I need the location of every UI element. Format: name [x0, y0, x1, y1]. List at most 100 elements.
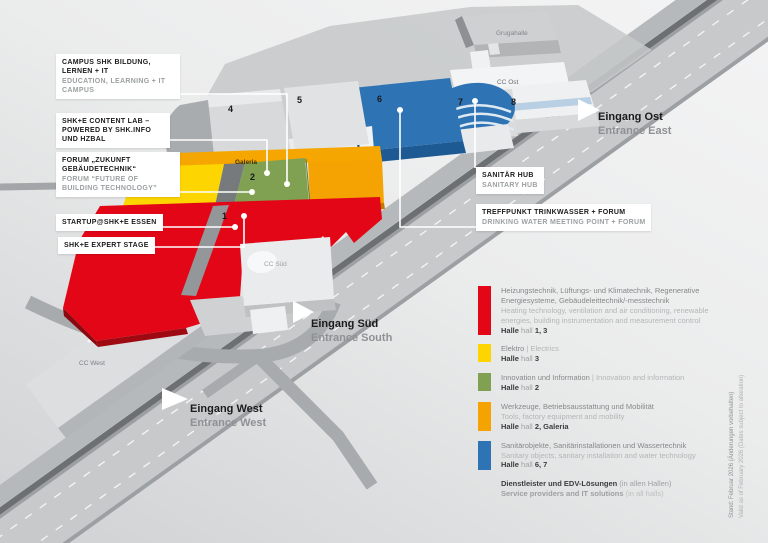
entrance-east-de: Eingang Ost [598, 111, 663, 123]
grugahalle-side [455, 16, 474, 48]
callout-sanitary-hub-subtitle: SANITARY HUB [482, 182, 538, 190]
hall-8 [494, 80, 600, 134]
legend-heating-halls: Halle hall 1, 3 [501, 326, 736, 336]
hall-8-front [504, 113, 600, 134]
legend-heating-de: Heizungstechnik, Lüftungs- und Klimatech… [501, 286, 700, 305]
hall-numbers: 2 [534, 383, 539, 393]
callout-campus-title: CAMPUS SHK BILDUNG, LERNEN + IT [62, 59, 151, 76]
dot-forum [249, 189, 255, 195]
legend-swatch-red [478, 286, 491, 335]
red-front [96, 328, 188, 347]
legend: Heizungstechnik, Lüftungs- und Klimatech… [478, 286, 736, 508]
hall-7-number: 7 [458, 97, 463, 107]
leader-trinkwasser [399, 111, 476, 228]
access-road-connector [202, 349, 265, 399]
legend-innovation-halls: Halle hall 2 [501, 383, 684, 393]
hall-word: hall [521, 421, 533, 431]
hall-numbers: 6, 7 [534, 460, 548, 470]
entrance-south-de: Eingang Süd [311, 318, 379, 330]
hall-2-galeria-orange [308, 159, 384, 207]
callout-content-lab: SHK+E CONTENT LAB – POWERED BY SHK.INFO … [56, 113, 170, 149]
callout-trinkwasser: TREFFPUNKT TRINKWASSER + FORUM DRINKING … [476, 204, 652, 232]
hall-2-number: 2 [250, 172, 255, 182]
legend-footer-de-note: (in allen Hallen) [619, 479, 672, 489]
grugahalle-annex [470, 50, 491, 72]
entrance-south-arrow-icon [293, 301, 314, 323]
legend-tools-en: Tools, factory equipment and mobility [501, 411, 625, 421]
legend-swatch-green [478, 373, 491, 392]
legend-item-electrics: Elektro | Electrics Halle hall 3 [478, 344, 736, 364]
legend-heating-en: Heating technology, ventilation and air … [501, 305, 709, 325]
dot-trinkwasser [397, 107, 403, 113]
legend-footer-de-bold: Dienstleister und EDV-Lösungen [501, 479, 618, 489]
halle-word: Halle [501, 354, 519, 364]
footnote-de: Stand: Februar 2026 (Änderungen vorbehal… [729, 391, 735, 518]
cc-sued-dome [247, 250, 277, 274]
dot-expert-stage [241, 213, 247, 219]
hall-numbers: 3 [534, 354, 539, 364]
hall-6-front [365, 141, 466, 163]
hall-4-ramp [164, 100, 214, 156]
green-orange-seam [305, 158, 311, 206]
callout-sanitary-hub: SANITÄR HUB SANITARY HUB [476, 167, 544, 195]
hall-5-number: 5 [297, 95, 302, 105]
hall-word: hall [521, 383, 533, 393]
alley-2-3 [214, 163, 245, 210]
legend-sanitary-halls: Halle hall 6, 7 [501, 460, 696, 470]
hall-1-number: 1 [222, 211, 227, 221]
halle-word: Halle [501, 325, 519, 335]
legend-item-heating: Heizungstechnik, Lüftungs- und Klimatech… [478, 286, 736, 335]
legend-tools-de: Werkzeuge, Betriebsausstattung und Mobil… [501, 402, 654, 412]
legend-footer: Dienstleister und EDV-Lösungen (in allen… [478, 479, 736, 499]
entrance-west-de: Eingang West [190, 403, 263, 415]
callout-forum-title: FORUM „ZUKUNFT GEBÄUDETECHNIK“ [62, 157, 137, 174]
legend-swatch-yellow [478, 344, 491, 363]
entrance-east-en: Entrance East [598, 124, 672, 137]
separator: | [526, 344, 529, 354]
dot-content-lab [264, 170, 270, 176]
legend-electrics-de: Elektro [501, 344, 525, 354]
dot-campus [284, 181, 290, 187]
dot-sanitary-hub [472, 98, 478, 104]
leader-content-lab [167, 139, 268, 173]
halle-word: Halle [501, 460, 519, 470]
legend-swatch-blue [478, 440, 491, 470]
hall-numbers: 2, Galeria [534, 421, 569, 431]
footnote: Stand: Februar 2026 (Änderungen vorbehal… [728, 350, 748, 520]
halle-word: Halle [501, 421, 519, 431]
hall-2-green [233, 158, 309, 209]
grugahalle-label: Grugahalle [496, 30, 528, 37]
callout-trinkwasser-subtitle: DRINKING WATER MEETING POINT + FORUM [482, 219, 646, 227]
legend-sanitary-de: Sanitärobjekte, Sanitärinstallationen un… [501, 440, 687, 450]
grugahalle-roof [462, 11, 558, 45]
hall-word: hall [521, 325, 533, 335]
legend-swatch-orange [478, 402, 491, 432]
leader-campus [167, 93, 288, 184]
cc-sued-label: CC Süd [264, 261, 287, 268]
callout-expert-stage: SHK+E EXPERT STAGE [58, 237, 155, 255]
hall-1-3-red [63, 197, 382, 341]
callout-trinkwasser-title: TREFFPUNKT TRINKWASSER + FORUM [482, 209, 626, 216]
entrance-south-label: Eingang Süd Entrance South [311, 318, 392, 346]
hall-4-number: 4 [228, 104, 233, 114]
callout-expert-stage-title: SHK+E EXPERT STAGE [64, 242, 149, 249]
legend-tools-halls: Halle hall 2, Galeria [501, 422, 654, 432]
entrance-south-en: Entrance South [311, 331, 393, 344]
red-front-left [63, 308, 98, 347]
halle-word: Halle [501, 383, 519, 393]
callout-campus-subtitle: EDUCATION, LEARNING + IT CAMPUS [62, 78, 166, 95]
callout-forum: FORUM „ZUKUNFT GEBÄUDETECHNIK“ FORUM “FU… [56, 152, 180, 198]
legend-footer-en-note: (in all halls) [625, 489, 664, 499]
entrance-west-label: Eingang West Entrance West [190, 403, 266, 431]
access-road-branch [253, 351, 378, 490]
callout-campus: CAMPUS SHK BILDUNG, LERNEN + IT EDUCATIO… [56, 54, 180, 100]
cc-west-label: CC West [79, 360, 105, 367]
hall-5-roof [284, 81, 369, 151]
leader-expert-stage [150, 217, 245, 248]
dot-startup [232, 224, 238, 230]
leader-dots [232, 98, 478, 230]
